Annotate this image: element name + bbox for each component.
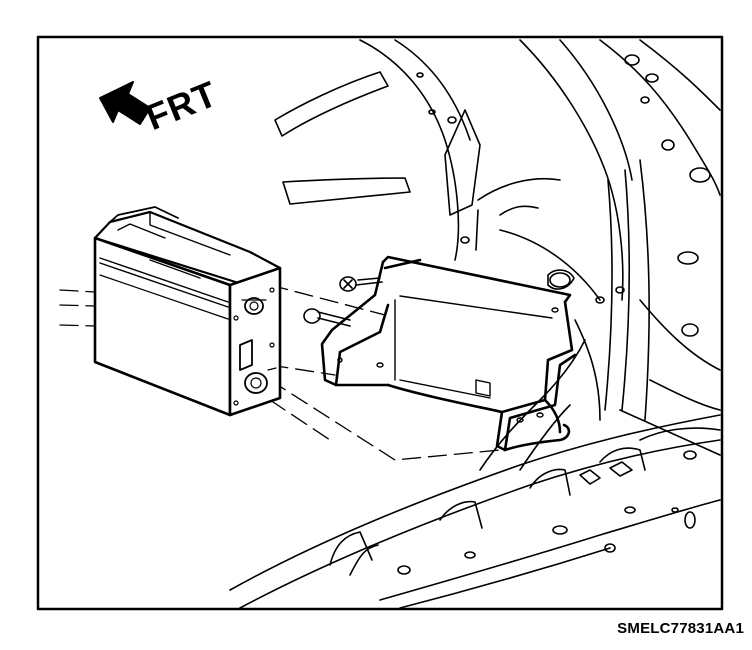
front-direction-arrow-icon	[99, 81, 151, 125]
electronic-module-unit	[93, 206, 282, 417]
figure-caption: SMELC77831AA1	[617, 620, 744, 637]
alignment-dashed-lines	[59, 284, 501, 461]
mounting-bracket-detail	[337, 295, 559, 423]
vehicle-body-panel	[274, 39, 721, 529]
screw-icon	[339, 276, 383, 292]
screw-icon	[303, 308, 351, 327]
mounting-bracket	[320, 255, 577, 452]
floor-rail	[229, 339, 721, 609]
